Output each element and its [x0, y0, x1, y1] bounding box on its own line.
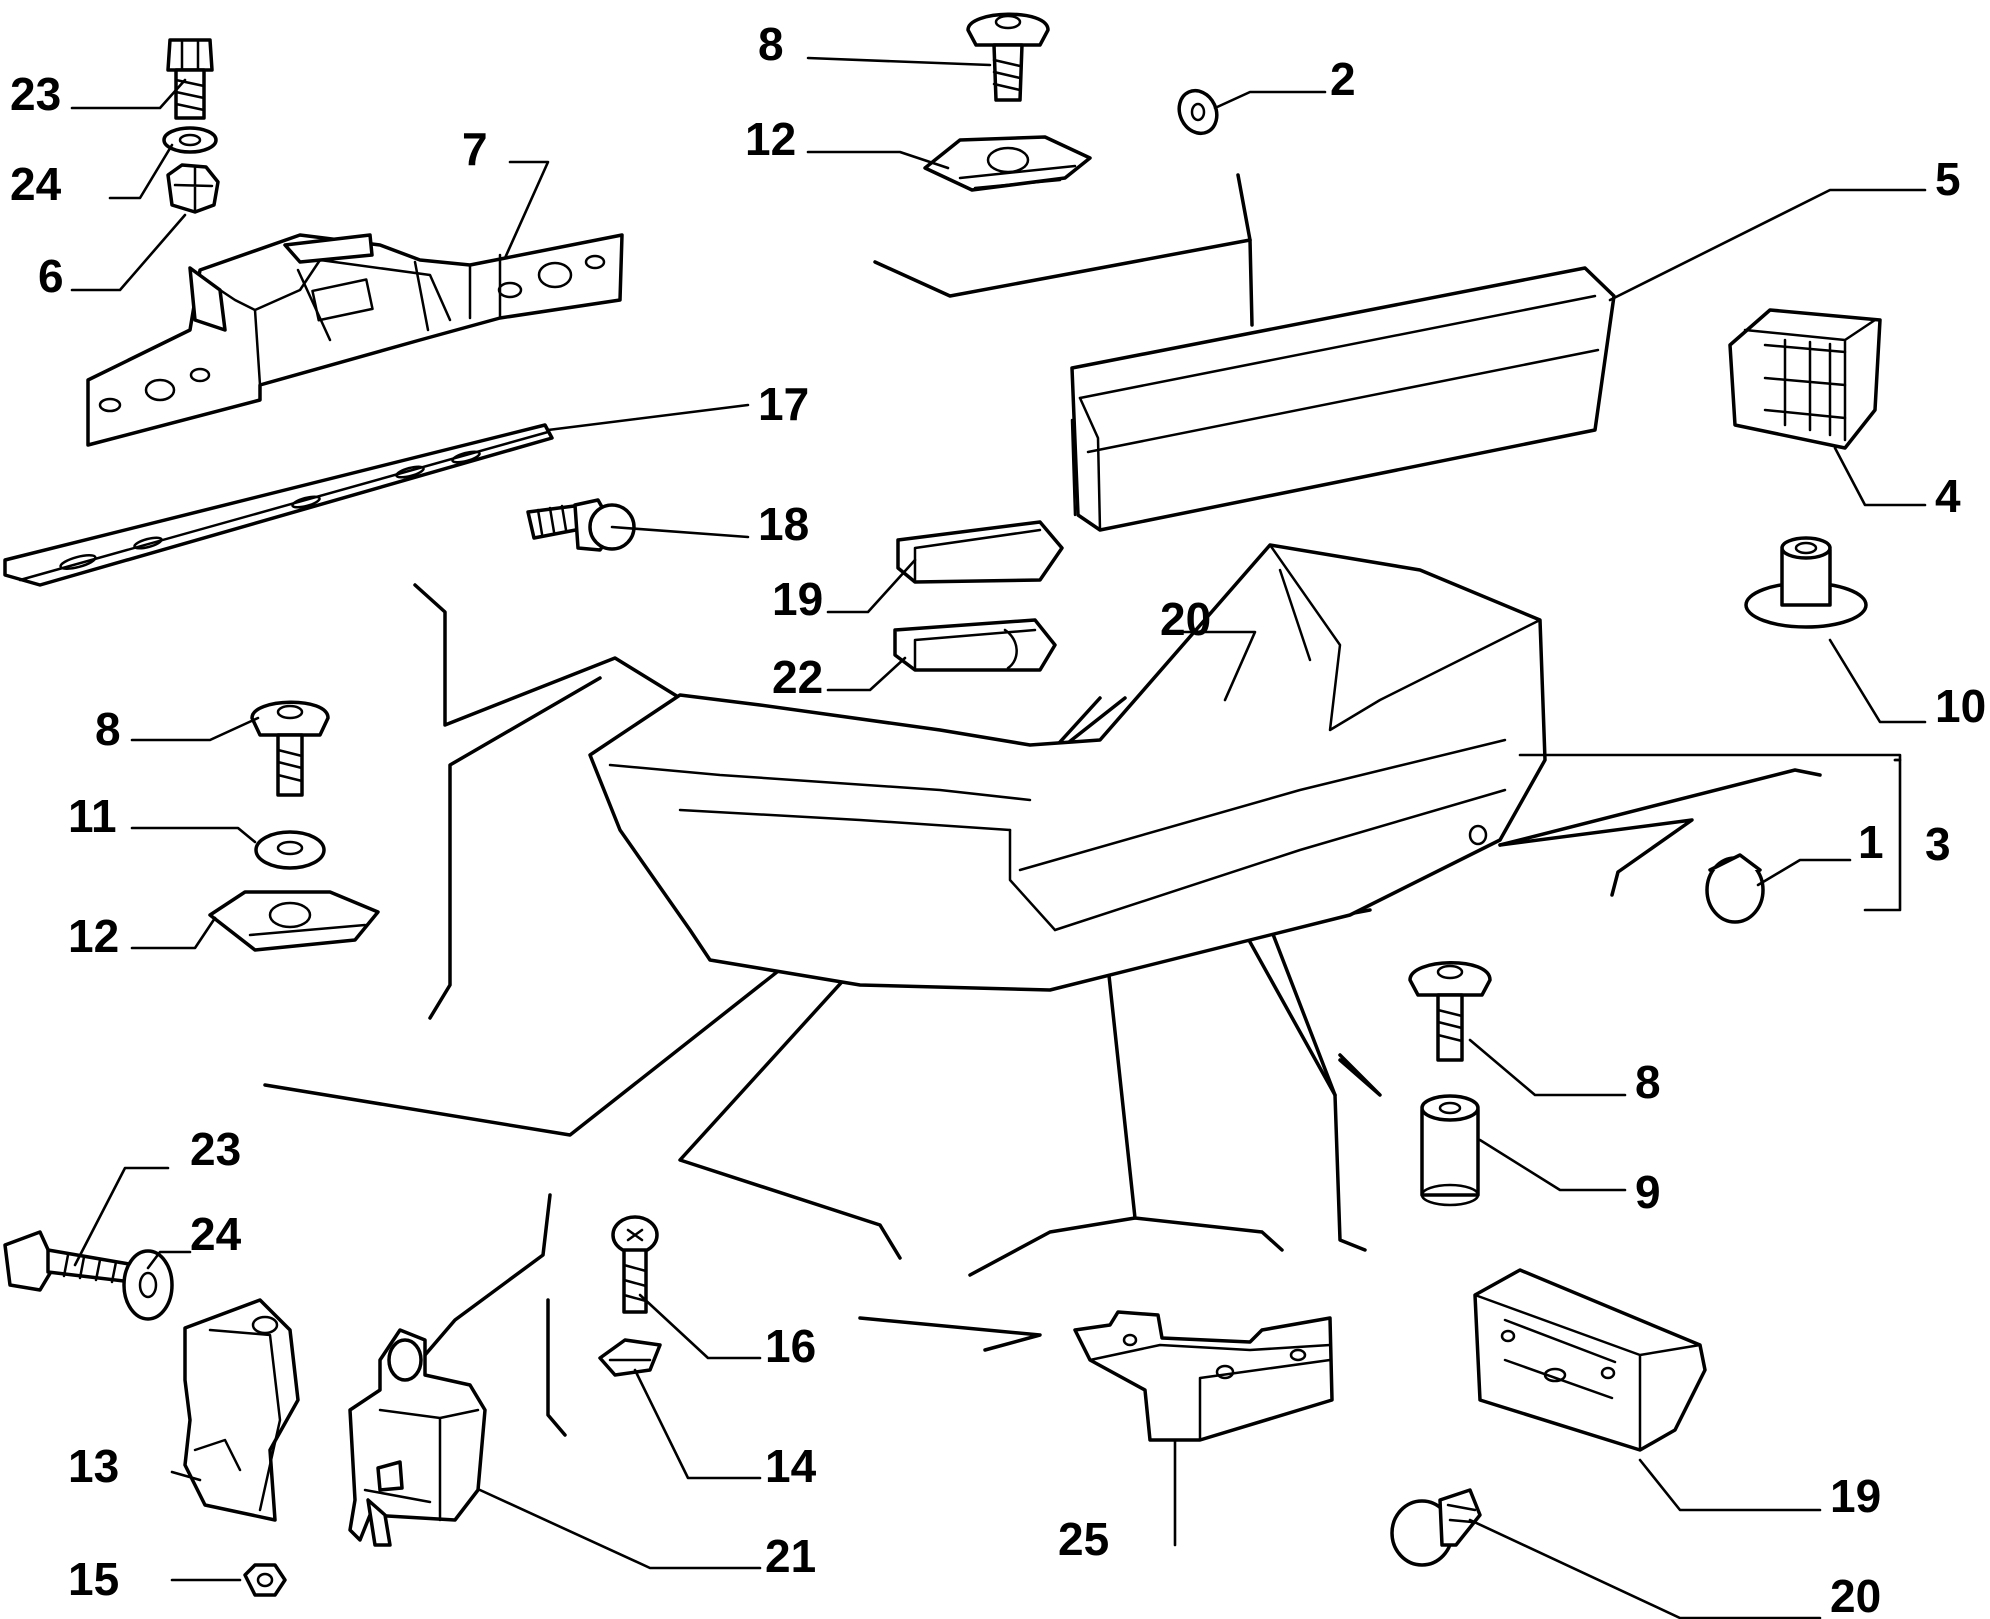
callout-4: 4 — [1935, 470, 1961, 522]
washer-2 — [1177, 88, 1219, 136]
crossmember-7 — [86, 233, 624, 447]
spacer-9 — [1420, 1094, 1480, 1207]
callout-10: 10 — [1935, 680, 1986, 732]
pad-22 — [893, 618, 1057, 672]
nut-15 — [243, 1563, 287, 1597]
leader-lines — [70, 56, 1927, 1619]
callout-20-lower: 20 — [1830, 1570, 1881, 1619]
callout-21: 21 — [765, 1530, 816, 1582]
callout-23-upper: 23 — [10, 68, 61, 120]
bumper-upper-5 — [1070, 266, 1616, 532]
clip-nut-14 — [598, 1338, 662, 1377]
callout-20-upper: 20 — [1160, 593, 1211, 645]
callout-13: 13 — [68, 1440, 119, 1492]
pad-19-lower — [1473, 1268, 1707, 1452]
callout-18: 18 — [758, 498, 809, 550]
callout-5: 5 — [1935, 153, 1961, 205]
plate-12-upper — [923, 135, 1092, 192]
bumper-body — [588, 543, 1547, 992]
callout-25: 25 — [1058, 1513, 1109, 1565]
callout-19-upper: 19 — [772, 573, 823, 625]
washer-24-lower — [122, 1249, 174, 1321]
spacer-10 — [1744, 536, 1868, 629]
callout-24-lower: 24 — [190, 1208, 242, 1260]
grille-4 — [1728, 308, 1882, 450]
callout-12-upper: 12 — [745, 113, 796, 165]
callout-15: 15 — [68, 1553, 119, 1605]
bracket-21 — [348, 1328, 487, 1547]
nut-6 — [166, 163, 220, 214]
callout-2: 2 — [1330, 53, 1356, 105]
callout-19-lower: 19 — [1830, 1470, 1881, 1522]
callout-22: 22 — [772, 651, 823, 703]
bolt-23-upper — [166, 38, 214, 120]
plate-12-lower — [208, 890, 380, 952]
callout-8-upper: 8 — [758, 18, 784, 70]
callout-8-right: 8 — [1635, 1056, 1661, 1108]
screw-18 — [526, 498, 636, 552]
callout-6: 6 — [38, 250, 64, 302]
clip-8-left — [250, 700, 330, 797]
callout-7: 7 — [462, 123, 488, 175]
plug-20-lower — [1390, 1488, 1482, 1567]
callout-12-lower: 12 — [68, 910, 119, 962]
clip-8-upper — [966, 12, 1050, 102]
callout-11: 11 — [68, 790, 117, 842]
callout-23-lower: 23 — [190, 1123, 241, 1175]
bracket-25 — [1073, 1310, 1334, 1442]
cap-1 — [1705, 853, 1765, 924]
pad-19-upper — [896, 520, 1064, 584]
bracket-13 — [183, 1298, 300, 1522]
callout-1: 1 — [1858, 816, 1884, 868]
washer-11 — [254, 830, 326, 870]
callout-16: 16 — [765, 1320, 816, 1372]
callout-labels: 23 24 6 7 8 12 2 5 17 18 19 22 20 4 10 8… — [10, 18, 1986, 1619]
callout-17: 17 — [758, 378, 809, 430]
washer-24-upper — [162, 126, 218, 154]
screw-16 — [611, 1215, 659, 1314]
rail-17 — [3, 423, 554, 587]
callout-14: 14 — [765, 1440, 817, 1492]
bolt-23-lower — [3, 1230, 137, 1292]
callout-3: 3 — [1925, 818, 1951, 870]
callout-8-left: 8 — [95, 703, 121, 755]
callout-9: 9 — [1635, 1166, 1661, 1218]
clip-8-right — [1408, 961, 1492, 1062]
callout-24-upper: 24 — [10, 158, 62, 210]
